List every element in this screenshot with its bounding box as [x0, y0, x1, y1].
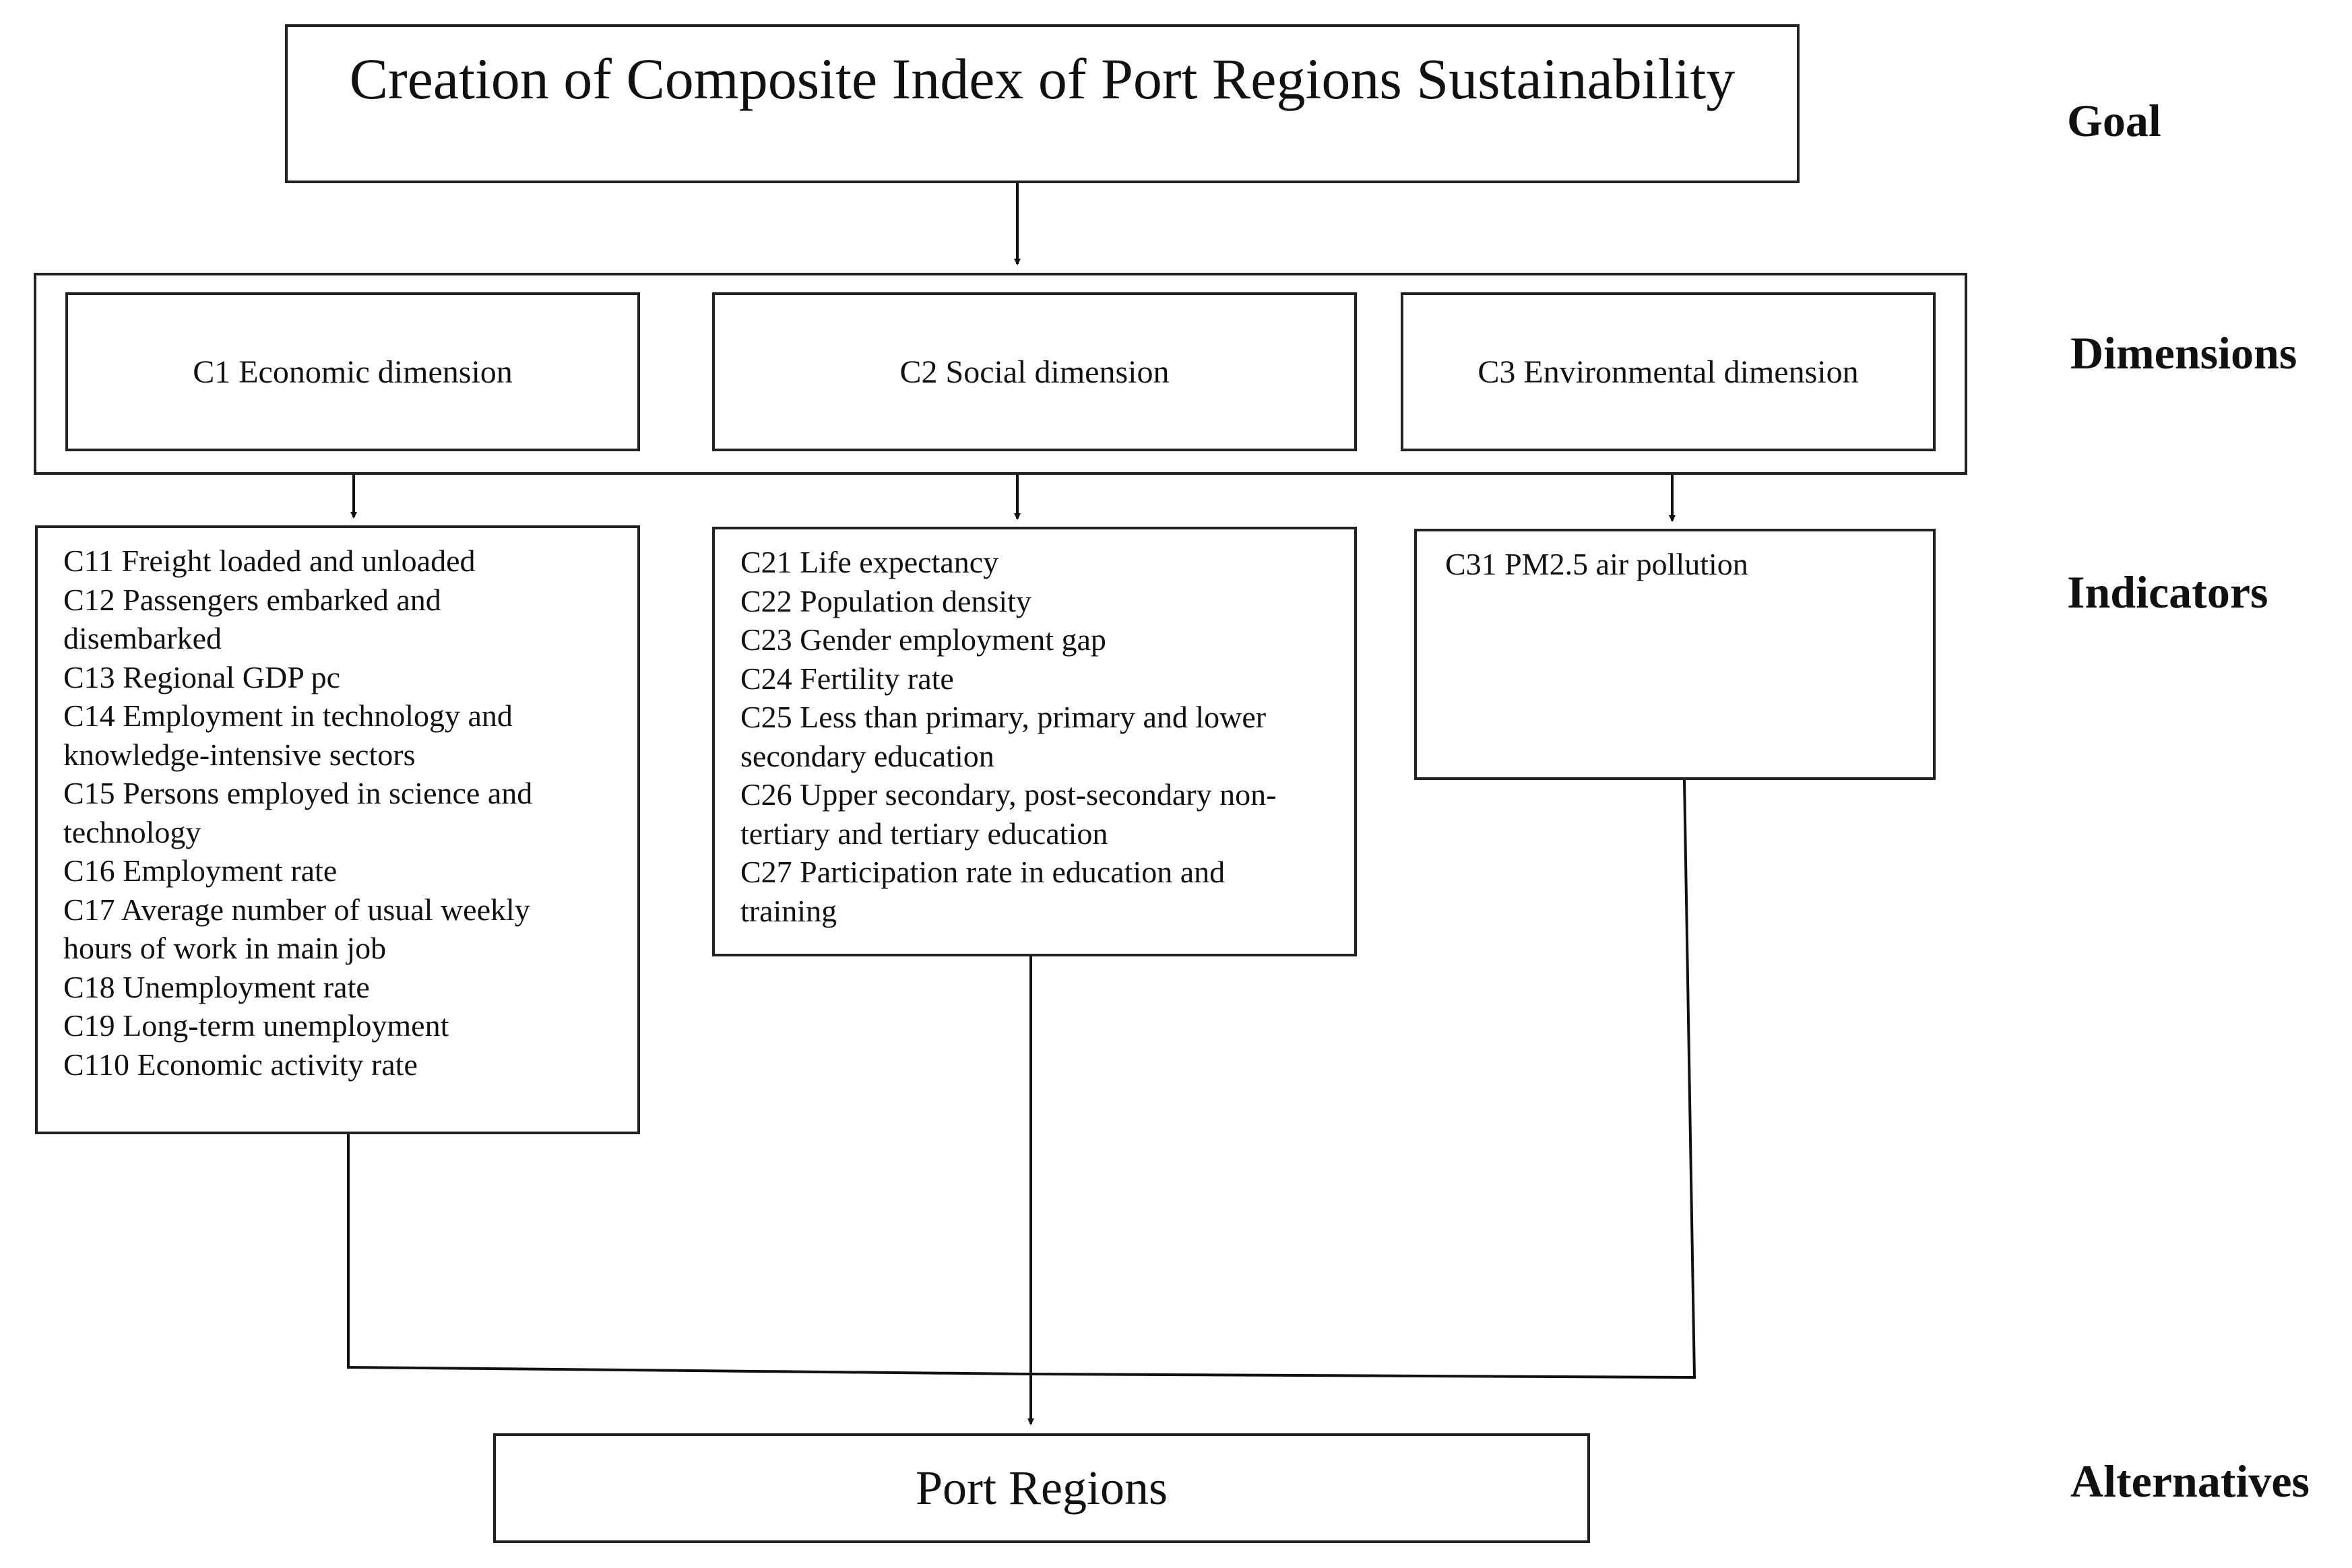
indicator-line: C11 Freight loaded and unloaded	[63, 544, 476, 578]
indicator-list: C31 PM2.5 air pollution	[1445, 545, 1913, 584]
dimension-box-environmental: C3 Environmental dimension	[1401, 292, 1936, 451]
indicator-line: tertiary and tertiary education	[740, 816, 1108, 851]
indicator-box-environmental: C31 PM2.5 air pollution	[1414, 529, 1936, 780]
indicator-line: C23 Gender employment gap	[740, 622, 1106, 657]
level-label-indicators: Indicators	[2067, 566, 2268, 618]
indicator-line: C17 Average number of usual weekly	[63, 892, 530, 927]
indicator-line: C16 Employment rate	[63, 853, 338, 888]
indicator-line: C19 Long-term unemployment	[63, 1008, 449, 1043]
goal-box: Creation of Composite Index of Port Regi…	[285, 24, 1800, 183]
indicator-line: training	[740, 893, 837, 928]
level-label-alternatives: Alternatives	[2070, 1456, 2310, 1507]
ind1-to-merge-line	[347, 1134, 1031, 1375]
dimension-box-economic: C1 Economic dimension	[65, 292, 640, 451]
indicator-line: knowledge-intensive sectors	[63, 737, 416, 772]
indicator-line: technology	[63, 814, 201, 849]
indicator-box-social: C21 Life expectancy C22 Population densi…	[712, 527, 1357, 956]
indicator-line: C22 Population density	[740, 583, 1031, 618]
dimension-box-social: C2 Social dimension	[712, 292, 1357, 451]
indicator-line: C12 Passengers embarked and	[63, 582, 441, 617]
indicator-line: C24 Fertility rate	[740, 661, 954, 696]
level-label-goal: Goal	[2067, 95, 2161, 146]
indicator-line: hours of work in main job	[63, 931, 387, 965]
indicator-line: C15 Persons employed in science and	[63, 776, 533, 810]
indicator-line: C31 PM2.5 air pollution	[1445, 547, 1748, 581]
indicator-line: C18 Unemployment rate	[63, 969, 370, 1004]
indicator-line: secondary education	[740, 738, 994, 773]
indicator-list: C21 Life expectancy C22 Population densi…	[740, 543, 1334, 930]
indicator-line: C110 Economic activity rate	[63, 1047, 418, 1082]
indicator-line: C13 Regional GDP pc	[63, 659, 340, 694]
dimension-label: C3 Environmental dimension	[1477, 354, 1859, 390]
indicator-line: C21 Life expectancy	[740, 545, 999, 579]
indicator-line: C14 Employment in technology and	[63, 698, 513, 733]
ind3-to-merge-line	[1030, 779, 1696, 1379]
indicator-box-economic: C11 Freight loaded and unloaded C12 Pass…	[35, 525, 640, 1134]
indicator-line: C27 Participation rate in education and	[740, 855, 1226, 889]
alternatives-title: Port Regions	[915, 1461, 1168, 1515]
indicator-line: C25 Less than primary, primary and lower	[740, 700, 1267, 734]
level-label-dimensions: Dimensions	[2070, 327, 2297, 379]
goal-title: Creation of Composite Index of Port Regi…	[349, 46, 1736, 111]
dimension-label: C1 Economic dimension	[193, 354, 513, 390]
alternatives-box: Port Regions	[493, 1433, 1590, 1543]
indicator-line: C26 Upper secondary, post-secondary non-	[740, 777, 1277, 812]
dimension-label: C2 Social dimension	[899, 354, 1170, 390]
indicator-line: disembarked	[63, 621, 222, 655]
indicator-list: C11 Freight loaded and unloaded C12 Pass…	[63, 542, 617, 1084]
